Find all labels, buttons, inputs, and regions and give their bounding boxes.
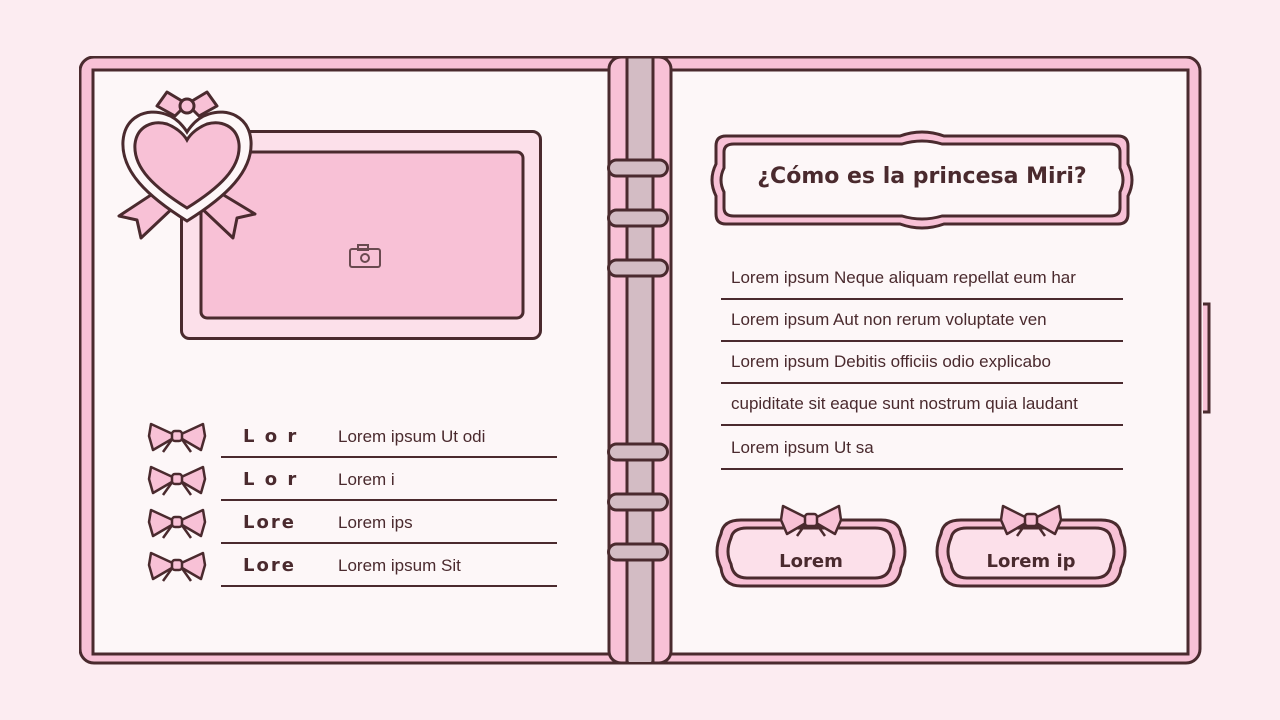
binder-ring — [607, 158, 669, 178]
info-value: Lorem ipsum Sit — [338, 556, 461, 575]
binder-ring — [607, 442, 669, 462]
binder-ring — [607, 492, 669, 512]
info-row: Lore Lorem ipsum Sit — [147, 547, 557, 587]
button-frame — [935, 504, 1127, 588]
camera-icon[interactable] — [347, 242, 383, 270]
title-frame — [710, 130, 1134, 230]
binder-ring — [607, 258, 669, 278]
divider-line — [221, 542, 557, 544]
info-value: Lorem ipsum Ut odi — [338, 427, 486, 446]
photo-placeholder[interactable] — [180, 130, 542, 340]
description-line: Lorem ipsum Neque aliquam repellat eum h… — [721, 256, 1123, 300]
description-text: Lorem ipsum Ut sa — [731, 438, 874, 457]
right-button[interactable]: Lorem ip — [931, 502, 1131, 592]
bow-icon — [147, 422, 207, 453]
description-line: Lorem ipsum Aut non rerum voluptate ven — [721, 298, 1123, 342]
bow-icon — [779, 504, 843, 537]
title-plate: ¿Cómo es la princesa Miri? — [710, 130, 1134, 230]
info-key: Lore — [243, 512, 296, 533]
page-title: ¿Cómo es la princesa Miri? — [757, 164, 1087, 189]
bow-icon — [147, 508, 207, 539]
left-button[interactable]: Lorem — [711, 502, 911, 592]
page-tab — [1203, 302, 1211, 414]
binder-ring — [607, 542, 669, 562]
heart-badge-icon — [117, 90, 257, 240]
info-key: L o r — [243, 469, 299, 490]
divider-line — [221, 456, 557, 458]
bow-icon — [147, 465, 207, 496]
description-line: Lorem ipsum Debitis officiis odio explic… — [721, 340, 1123, 384]
right-button-label: Lorem ip — [986, 551, 1076, 572]
description-line: Lorem ipsum Ut sa — [721, 426, 1123, 470]
description-text: Lorem ipsum Debitis officiis odio explic… — [731, 352, 1052, 371]
divider-line — [221, 499, 557, 501]
notebook: L o r Lorem ipsum Ut odi L o r Lorem i L… — [79, 56, 1211, 665]
bow-icon — [999, 504, 1063, 537]
description-text: Lorem ipsum Aut non rerum voluptate ven — [731, 310, 1047, 329]
binder-ring — [607, 208, 669, 228]
info-row: L o r Lorem ipsum Ut odi — [147, 418, 557, 458]
info-key: L o r — [243, 426, 299, 447]
left-button-label: Lorem — [779, 551, 843, 572]
description-text: Lorem ipsum Neque aliquam repellat eum h… — [731, 268, 1076, 287]
description-text: cupiditate sit eaque sunt nostrum quia l… — [731, 394, 1078, 413]
info-value: Lorem i — [338, 470, 395, 489]
info-row: Lore Lorem ips — [147, 504, 557, 544]
description-line: cupiditate sit eaque sunt nostrum quia l… — [721, 382, 1123, 426]
info-value: Lorem ips — [338, 513, 413, 532]
divider-line — [221, 585, 557, 587]
info-key: Lore — [243, 555, 296, 576]
info-row: L o r Lorem i — [147, 461, 557, 501]
bow-icon — [147, 551, 207, 582]
button-frame — [715, 504, 907, 588]
